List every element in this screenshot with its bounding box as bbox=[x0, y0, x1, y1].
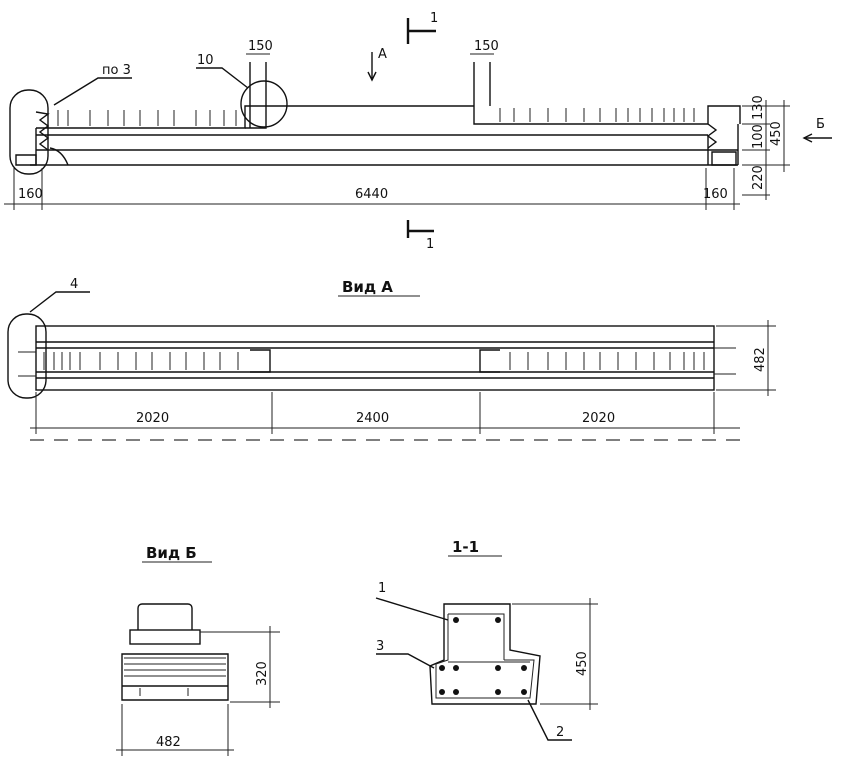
view-b-title: Вид Б bbox=[146, 544, 197, 562]
dim-seg-right: 2020 bbox=[582, 411, 615, 426]
ref-1-label: 1 bbox=[378, 581, 386, 596]
stirrup-ticks-left bbox=[47, 110, 237, 126]
ref-1: 1 bbox=[375, 581, 449, 621]
dim-vertical-right: 130 100 220 450 bbox=[742, 95, 790, 200]
ref-2: 2 bbox=[527, 699, 572, 741]
beam-outline bbox=[30, 62, 741, 166]
dim-seat-right: 150 bbox=[470, 39, 499, 55]
dim-plan-width: 482 bbox=[716, 320, 776, 396]
dim-length-chain: 160 6440 160 bbox=[4, 168, 740, 210]
ref-4: 4 bbox=[29, 277, 90, 313]
ref-po3-label: по 3 bbox=[102, 63, 131, 78]
view-a-title: Вид А bbox=[342, 278, 393, 296]
view-b-body bbox=[121, 603, 229, 701]
right-end-detail bbox=[706, 123, 737, 166]
dim-top-step: 130 bbox=[751, 95, 766, 120]
dim-seat-right-value: 150 bbox=[474, 39, 499, 54]
ref-4-label: 4 bbox=[70, 277, 78, 292]
dim-view-b-width: 482 bbox=[116, 704, 234, 756]
detail-bubble-4 bbox=[7, 313, 47, 399]
section-outline bbox=[429, 603, 541, 705]
dim-end-left: 160 bbox=[18, 187, 43, 202]
dim-seg-mid: 2400 bbox=[356, 411, 389, 426]
view-b-arrow-label: Б bbox=[816, 117, 825, 132]
dim-end-right: 160 bbox=[703, 187, 728, 202]
section-marker-top: 1 bbox=[406, 11, 438, 44]
beam-elevation: 1 А bbox=[4, 11, 832, 252]
section-title: 1-1 bbox=[452, 538, 479, 556]
plan-stirrups-right bbox=[509, 352, 705, 370]
view-a-arrow-label: А bbox=[378, 47, 387, 62]
view-a-arrow: А bbox=[367, 47, 387, 82]
section-1-1: 1-1 1 3 2 bbox=[375, 538, 598, 741]
ref-3-label: 3 bbox=[376, 639, 384, 654]
detail-bubble-left bbox=[9, 89, 69, 175]
dim-view-b-height-value: 320 bbox=[255, 661, 270, 686]
view-b: Вид Б 320 482 bbox=[116, 544, 280, 756]
dim-section-height: 450 bbox=[512, 598, 598, 710]
stirrup-ticks-right bbox=[499, 108, 695, 122]
section-marker-bottom: 1 bbox=[406, 220, 434, 252]
dim-mid-step: 100 bbox=[751, 124, 766, 149]
dim-seat-left-value: 150 bbox=[248, 39, 273, 54]
dim-view-b-height: 320 bbox=[200, 626, 280, 708]
dim-view-b-width-value: 482 bbox=[156, 735, 181, 750]
dim-length: 6440 bbox=[355, 187, 388, 202]
section-rebars bbox=[439, 617, 527, 695]
ref-3: 3 bbox=[376, 639, 435, 669]
ref-2-label: 2 bbox=[556, 725, 564, 740]
dim-plan-width-value: 482 bbox=[753, 347, 768, 372]
dim-seg-left: 2020 bbox=[136, 411, 169, 426]
detail-bubble-10: 10 bbox=[196, 53, 288, 128]
ref-po3: по 3 bbox=[53, 63, 132, 106]
section-marker-bottom-label: 1 bbox=[426, 237, 434, 252]
dim-total-height: 450 bbox=[769, 121, 784, 146]
dim-bottom-step: 220 bbox=[751, 165, 766, 190]
plan-stirrups-left bbox=[43, 352, 239, 370]
dim-section-height-value: 450 bbox=[575, 651, 590, 676]
view-a: Вид А 4 482 bbox=[7, 277, 776, 441]
section-marker-top-label: 1 bbox=[430, 11, 438, 26]
dim-plan-chain: 2020 2400 2020 bbox=[30, 392, 740, 434]
dim-seat-left: 150 bbox=[246, 39, 273, 55]
ref-10-label: 10 bbox=[197, 53, 214, 68]
plan-outline bbox=[18, 325, 736, 391]
view-b-arrow: Б bbox=[802, 117, 832, 143]
